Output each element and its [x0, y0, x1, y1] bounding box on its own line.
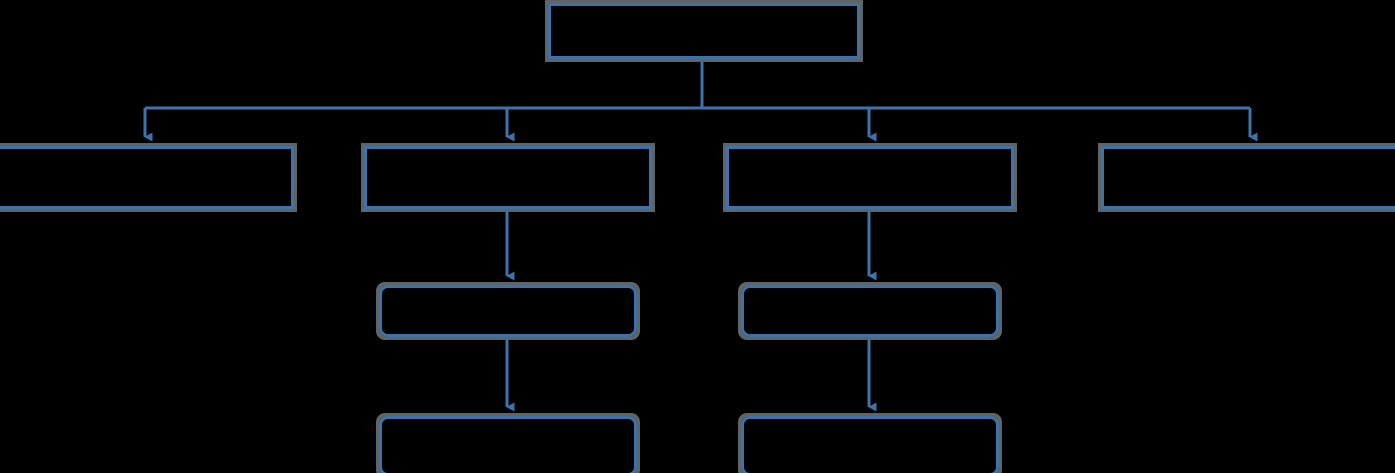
node-grandchild-2a-label: [382, 288, 634, 334]
node-child-2-label: [367, 149, 649, 206]
node-child-1-label: [0, 149, 291, 206]
node-grandchild-3a-label: [744, 288, 996, 334]
node-child-1[interactable]: [0, 146, 294, 209]
node-grandchild-3a[interactable]: [741, 285, 999, 337]
node-greatgrandchild-2a[interactable]: [379, 416, 637, 473]
node-child-4-label: [1104, 149, 1395, 206]
node-grandchild-2a[interactable]: [379, 285, 637, 337]
node-root-label: [551, 6, 857, 56]
node-child-3[interactable]: [726, 146, 1014, 209]
node-root[interactable]: [548, 3, 860, 59]
node-greatgrandchild-3a[interactable]: [741, 416, 999, 473]
node-child-3-label: [729, 149, 1011, 206]
node-greatgrandchild-2a-label: [382, 419, 634, 473]
node-child-2[interactable]: [364, 146, 652, 209]
node-greatgrandchild-3a-label: [744, 419, 996, 473]
node-child-4[interactable]: [1101, 146, 1395, 209]
